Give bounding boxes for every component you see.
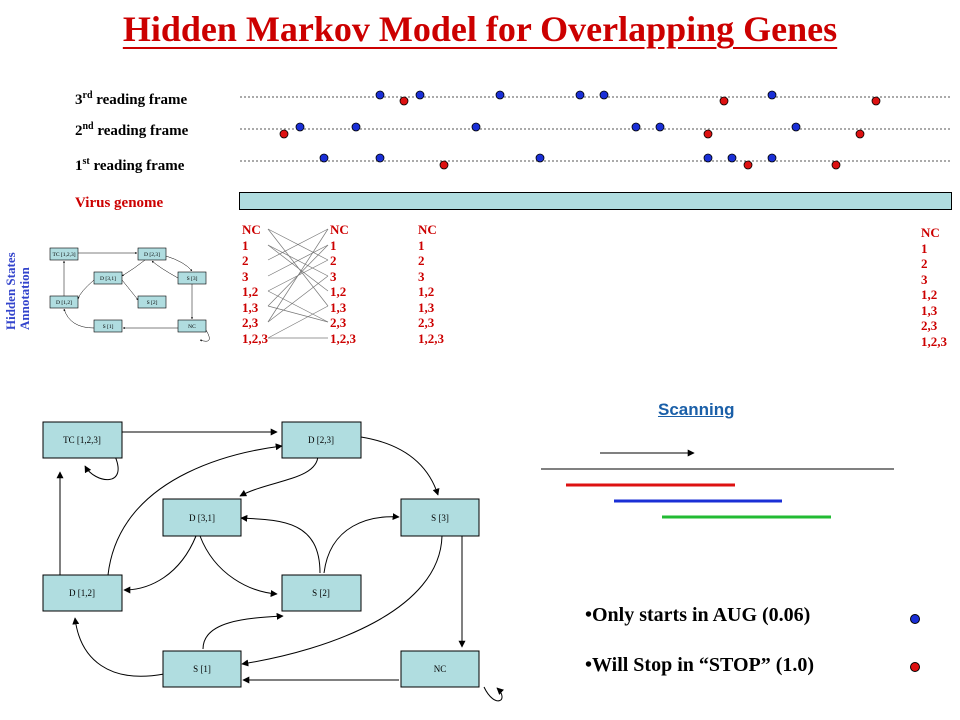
- state-s1-label: S [1]: [193, 664, 211, 674]
- stop-dot: [871, 96, 881, 106]
- mini-state-d31: [93, 271, 123, 285]
- state-tc: [42, 421, 123, 459]
- arrow-s1-to-s2: [202, 612, 284, 650]
- state-d31-label: D [3,1]: [189, 513, 215, 523]
- state-s3: [400, 498, 480, 537]
- start-dot: [767, 153, 777, 163]
- start-dot: [351, 122, 361, 132]
- state-s1: [162, 650, 242, 688]
- state-d23: [281, 421, 362, 459]
- start-dot: [575, 90, 585, 100]
- start-dot: [767, 90, 777, 100]
- arrow-s1-to-d12: [72, 617, 165, 677]
- second-reading-frame-label: 2nd reading frame: [75, 121, 189, 139]
- arrow-d23-to-d31: [239, 454, 319, 497]
- mini-state-d12-label: D [1,2]: [56, 300, 72, 306]
- state-d12: [42, 574, 123, 612]
- state-d12-label: D [1,2]: [69, 588, 95, 598]
- state-s2: [281, 574, 362, 612]
- start-dot: [471, 122, 481, 132]
- arrow-d31-to-d12: [123, 535, 197, 594]
- mini-state-tc: [49, 247, 79, 261]
- start-dot: [703, 153, 713, 163]
- start-dot-icon: [910, 614, 920, 624]
- arrow-nc-self: [483, 686, 505, 702]
- start-dot: [415, 90, 425, 100]
- virus-genome-bar: [239, 192, 952, 210]
- start-dot: [535, 153, 545, 163]
- start-legend-text: •Only starts in AUG (0.06): [585, 604, 811, 626]
- arrow-s2-to-s3: [323, 513, 400, 574]
- mini-state-s2-label: S [2]: [147, 300, 158, 306]
- state-tc-label: TC [1,2,3]: [63, 435, 101, 445]
- page-title: Hidden Markov Model for Overlapping Gene…: [122, 9, 838, 49]
- start-dot: [791, 122, 801, 132]
- stop-dot: [719, 96, 729, 106]
- arrow-d23-to-s3: [360, 436, 440, 496]
- stop-dot: [399, 96, 409, 106]
- state-nc: [400, 650, 480, 688]
- stop-dot: [703, 129, 713, 139]
- third-frame-dots: [375, 90, 881, 106]
- first-frame-dots: [319, 153, 841, 170]
- third-reading-frame-label: 3rd reading frame: [75, 90, 188, 108]
- main-state-boxes: TC [1,2,3] D [2,3] D [3,1] S [3] D [1,2]…: [42, 421, 480, 688]
- start-dot: [631, 122, 641, 132]
- mini-state-s2: [137, 295, 167, 309]
- stop-dot: [831, 160, 841, 170]
- mini-state-tc-label: TC [1,2,3]: [52, 252, 75, 258]
- arrow-d31-to-s2: [199, 535, 278, 598]
- start-dot: [375, 90, 385, 100]
- mini-state-d31-label: D [3,1]: [100, 276, 116, 282]
- mini-state-diagram: TC [1,2,3] D [2,3] D [3,1] S [3] D [1,2]…: [49, 247, 210, 342]
- mini-state-d23-label: D [2,3]: [144, 252, 160, 258]
- scanning-illustration: [541, 449, 894, 519]
- stop-dot: [439, 160, 449, 170]
- start-dot: [495, 90, 505, 100]
- stop-dot: [855, 129, 865, 139]
- stop-legend-text: •Will Stop in “STOP” (1.0): [585, 654, 815, 676]
- state-s2-label: S [2]: [312, 588, 330, 598]
- arrow-tc-self: [84, 453, 119, 480]
- state-d31: [162, 498, 242, 537]
- virus-genome-label: Virus genome: [75, 195, 164, 211]
- state-s3-label: S [3]: [431, 513, 449, 523]
- start-dot: [727, 153, 737, 163]
- start-dot: [375, 153, 385, 163]
- start-dot: [599, 90, 609, 100]
- mini-state-nc: [177, 319, 207, 333]
- arrow-s2-to-d31: [240, 514, 321, 574]
- state-transition-lines: [267, 228, 329, 339]
- scanning-label: Scanning: [658, 400, 735, 419]
- stop-dot: [279, 129, 289, 139]
- start-dot: [295, 122, 305, 132]
- mini-state-s1-label: S [1]: [103, 324, 114, 330]
- mini-state-d23: [137, 247, 167, 261]
- mini-state-s3-label: S [3]: [187, 276, 198, 282]
- stop-dot-icon: [910, 662, 920, 672]
- state-d23-label: D [2,3]: [308, 435, 334, 445]
- mini-state-nc-label: NC: [188, 324, 196, 330]
- start-dot: [319, 153, 329, 163]
- second-frame-dots: [279, 122, 865, 139]
- stop-dot: [743, 160, 753, 170]
- arrow-s3-to-s1: [241, 535, 443, 667]
- arrow-d12-to-d23: [107, 443, 283, 576]
- main-transition-arrows: [56, 428, 505, 702]
- start-dot: [655, 122, 665, 132]
- state-nc-label: NC: [434, 664, 447, 674]
- first-reading-frame-label: 1st reading frame: [75, 156, 185, 174]
- mini-state-s1: [93, 319, 123, 333]
